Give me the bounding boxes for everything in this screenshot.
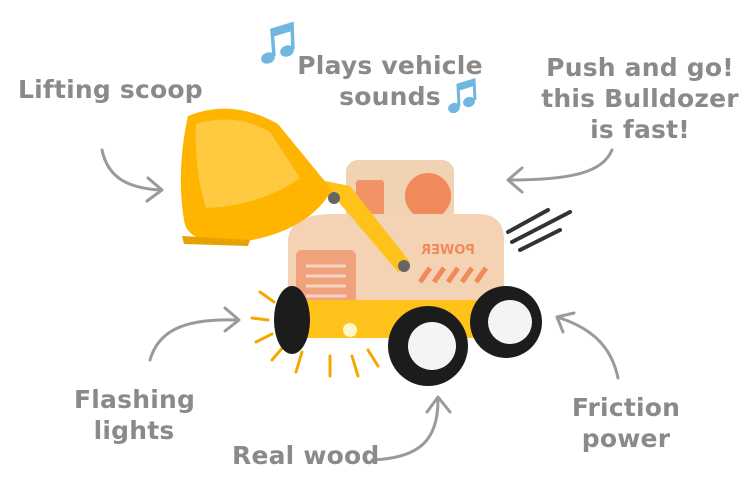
- arrow-friction-power: [558, 316, 620, 380]
- callout-plays-sounds: Plays vehicle sounds: [290, 50, 490, 112]
- arrow-lifting-scoop-head: [145, 176, 164, 203]
- arrow-real-wood: [370, 398, 440, 462]
- callout-friction-line1: Friction: [571, 393, 681, 422]
- callout-push-line1: Push and go!: [546, 53, 734, 82]
- arrow-lifting-scoop: [100, 148, 162, 192]
- rear-wheel-right: [470, 286, 542, 358]
- power-decal: POWER: [421, 243, 475, 258]
- callout-flashing-lights: Flashing lights: [74, 384, 196, 446]
- rear-wheel-left: [388, 306, 468, 386]
- callout-push-line2: this Bulldozer: [541, 84, 739, 113]
- arrow-push-go-head: [506, 166, 524, 194]
- callout-push-and-go: Push and go! this Bulldozer is fast!: [540, 52, 740, 145]
- arrow-flashing-lights-head: [223, 306, 241, 333]
- callout-flashing-line1: Flashing: [74, 385, 196, 414]
- speed-lines: [506, 208, 572, 252]
- arrow-friction-power-head: [555, 311, 576, 334]
- arrow-real-wood-head: [425, 395, 452, 414]
- callout-real-wood: Real wood: [232, 441, 380, 470]
- music-note-icon: [261, 21, 295, 64]
- callout-push-line3: is fast!: [590, 115, 690, 144]
- callout-lifting-scoop: Lifting scoop: [18, 75, 203, 104]
- callout-plays-sounds-line1: Plays vehicle: [297, 51, 483, 80]
- callout-friction-line2: power: [581, 424, 671, 453]
- front-wheel: [274, 286, 310, 354]
- callout-friction-power: Friction power: [556, 392, 696, 454]
- arrow-flashing-lights: [148, 318, 239, 362]
- callout-flashing-line2: lights: [93, 416, 175, 445]
- callout-plays-sounds-line2: sounds: [339, 82, 441, 111]
- arrow-push-go: [508, 148, 614, 182]
- light-rays: [250, 290, 380, 378]
- bulldozer-toy: POWER: [180, 108, 542, 386]
- music-note-icon: [448, 77, 477, 114]
